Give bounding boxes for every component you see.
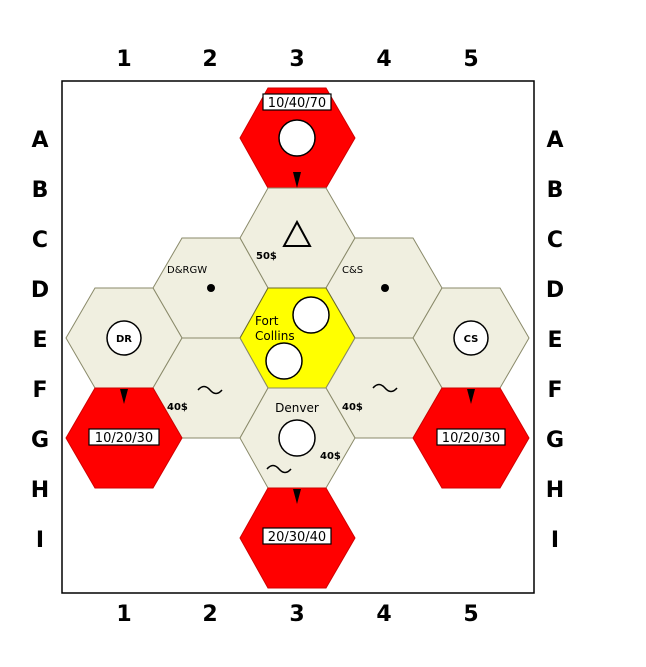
column-label-bottom-1: 1 (116, 602, 131, 627)
city-label: DR (116, 334, 132, 345)
city-name: Denver (275, 401, 319, 415)
triangle-mountain-icon (282, 219, 312, 247)
hex-offboard-east[interactable]: 10/20/30 (412, 387, 530, 489)
arrow-down-icon (467, 389, 475, 404)
row-label-right-a: A (546, 128, 563, 153)
column-label-top-2: 2 (202, 47, 217, 72)
row-label-right-h: H (546, 478, 564, 503)
row-label-left-g: G (31, 428, 49, 453)
terrain-cost: 40$ (320, 451, 341, 462)
row-label-right-d: D (546, 278, 564, 303)
hex-cs[interactable]: CS (412, 287, 530, 389)
revenue-box (436, 428, 506, 446)
river-icon (197, 385, 223, 395)
row-label-right-g: G (546, 428, 564, 453)
city-circle-icon (278, 419, 316, 457)
river-icon (266, 464, 292, 474)
row-label-left-e: E (32, 328, 47, 353)
column-label-bottom-5: 5 (463, 602, 478, 627)
row-label-right-i: I (551, 528, 559, 553)
row-label-right-b: B (547, 178, 564, 203)
row-label-left-a: A (31, 128, 48, 153)
revenue-label: 10/20/30 (95, 431, 153, 446)
hex-offboard-west[interactable]: 10/20/30 (65, 387, 183, 489)
city-name-line2: Collins (255, 329, 295, 343)
city-circle-icon (265, 342, 303, 380)
terrain-cost: 50$ (256, 251, 277, 262)
column-label-bottom-2: 2 (202, 602, 217, 627)
city-name-line1: Fort (255, 314, 279, 328)
row-label-right-f: F (547, 378, 562, 403)
row-label-left-i: I (36, 528, 44, 553)
board-frame (61, 80, 535, 594)
column-label-top-1: 1 (116, 47, 131, 72)
arrow-down-icon (293, 172, 301, 188)
city-circle-icon (278, 119, 316, 157)
company-label: D&RGW (167, 265, 207, 276)
column-label-top-4: 4 (376, 47, 391, 72)
arrow-down-icon (120, 389, 128, 404)
terrain-cost: 40$ (167, 402, 188, 413)
row-label-left-c: C (32, 228, 48, 253)
river-icon (372, 383, 398, 393)
row-label-left-d: D (31, 278, 49, 303)
row-label-left-f: F (32, 378, 47, 403)
hex-offboard-north[interactable]: 10/40/70 (239, 87, 356, 189)
row-label-left-b: B (32, 178, 49, 203)
company-label: C&S (342, 265, 363, 276)
revenue-box (262, 93, 332, 111)
town-dot-icon (207, 284, 215, 292)
town-dot-icon (381, 284, 389, 292)
hex-fort-collins[interactable]: Fort Collins (239, 287, 356, 389)
column-label-top-3: 3 (289, 47, 304, 72)
city-circle-icon (106, 320, 142, 356)
revenue-box (88, 428, 160, 446)
hex-denver[interactable]: Denver 40$ (239, 387, 356, 489)
city-circle-icon (292, 296, 330, 334)
city-label: CS (464, 334, 479, 345)
revenue-label: 20/30/40 (268, 530, 326, 545)
column-label-bottom-4: 4 (376, 602, 391, 627)
city-circle-icon (453, 320, 489, 356)
column-label-top-5: 5 (463, 47, 478, 72)
row-label-right-e: E (547, 328, 562, 353)
revenue-label: 10/40/70 (268, 96, 326, 111)
arrow-down-icon (293, 489, 301, 504)
row-label-left-h: H (31, 478, 49, 503)
hex-offboard-south[interactable]: 20/30/40 (239, 487, 356, 589)
hex-dr[interactable]: DR (65, 287, 183, 389)
revenue-label: 10/20/30 (442, 431, 500, 446)
revenue-box (262, 527, 332, 545)
row-label-right-c: C (547, 228, 563, 253)
terrain-cost: 40$ (342, 402, 363, 413)
column-label-bottom-3: 3 (289, 602, 304, 627)
